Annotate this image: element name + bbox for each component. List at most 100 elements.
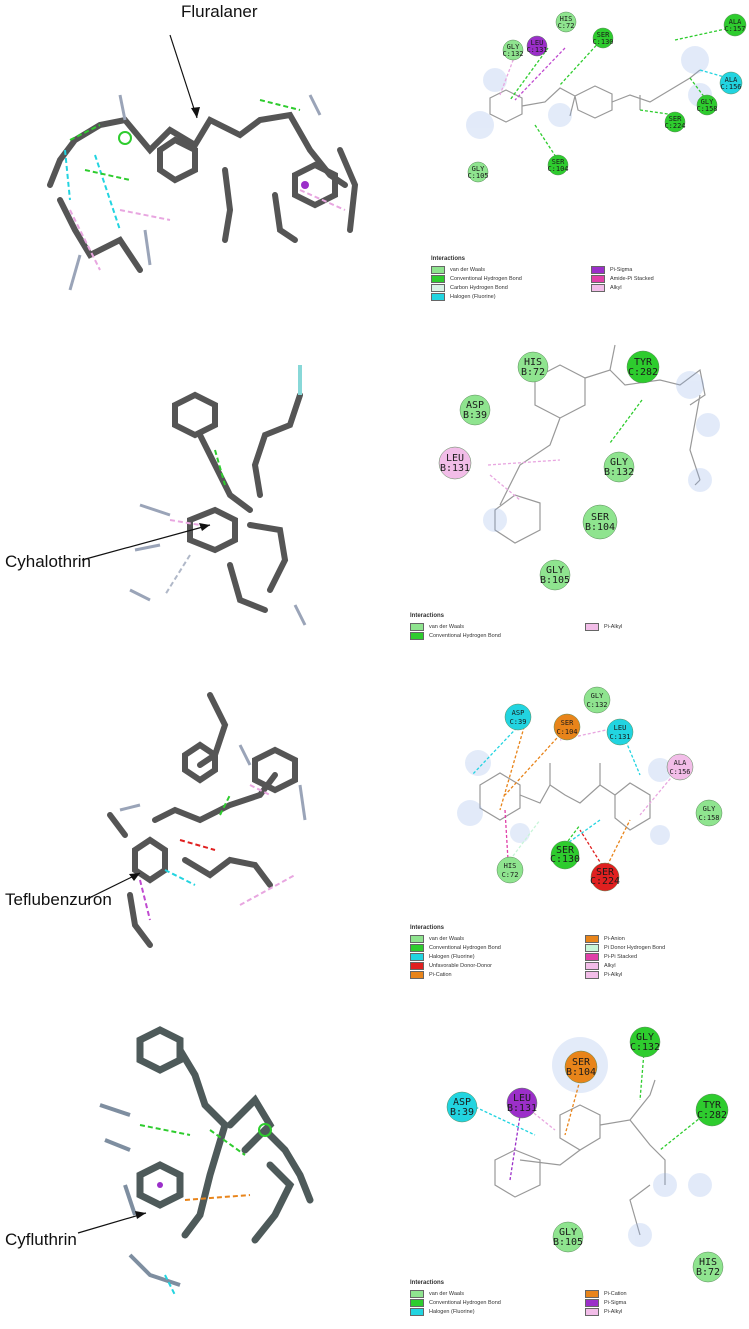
residue-bubble	[459, 394, 491, 426]
residue-name: GLY	[703, 805, 716, 813]
legend-item: Pi-Sigma	[591, 265, 731, 274]
residue-bubble	[446, 1091, 478, 1123]
legend-swatch	[585, 970, 599, 979]
residue-bubble	[592, 27, 614, 49]
residue-chain: B:104	[585, 522, 615, 533]
residue-name: LEU	[531, 39, 544, 47]
legend-swatch	[410, 934, 424, 943]
legend-swatch	[410, 961, 424, 970]
residue-name: SER	[591, 512, 610, 523]
legend-label: Pi-Sigma	[604, 1299, 627, 1306]
legend-label: van der Waals	[450, 266, 485, 273]
residue-chain: C:157	[724, 25, 745, 33]
legend-item: Alkyl	[585, 961, 725, 970]
residue-chain: C:104	[556, 728, 577, 736]
legend-swatch	[585, 952, 599, 961]
residue-name: HIS	[699, 1257, 717, 1268]
residue-bubble	[582, 504, 618, 540]
legend-swatch	[431, 283, 445, 292]
residue-chain: B:72	[696, 1267, 720, 1278]
residue-bubble	[539, 559, 571, 591]
residue-name: SER	[596, 867, 615, 878]
residue-chain: C:224	[590, 876, 620, 887]
residue-bubble	[664, 111, 686, 133]
residue-name: HIS	[560, 15, 573, 23]
residue-name: ASP	[512, 709, 525, 717]
legend-label: Pi-Sigma	[610, 266, 633, 273]
legend-item: Pi-Alkyl	[585, 970, 725, 979]
legend-label: Conventional Hydrogen Bond	[450, 275, 522, 282]
legend-swatch	[585, 1298, 599, 1307]
legend-item: van der Waals	[410, 622, 585, 631]
residue-bubble	[552, 1221, 584, 1253]
legend-label: van der Waals	[429, 935, 464, 942]
residue-name: LEU	[446, 453, 464, 464]
residue-bubble	[723, 13, 747, 37]
residue-bubble	[506, 1087, 538, 1119]
legend-label: Halogen (Fluorine)	[429, 1308, 475, 1315]
legend-label: Pi-Anion	[604, 935, 625, 942]
residue-chain: B:131	[440, 463, 470, 474]
legend-item: Carbon Hydrogen Bond	[431, 283, 591, 292]
residue-name: ALA	[725, 76, 738, 84]
legend-item: Pi-Alkyl	[585, 1307, 725, 1316]
residue-name: GLY	[701, 98, 714, 106]
residue-name: TYR	[703, 1100, 722, 1111]
legend-swatch	[410, 622, 424, 631]
compound-label: Cyhalothrin	[5, 552, 91, 571]
legend-swatch	[591, 283, 605, 292]
legend-label: Alkyl	[604, 962, 616, 969]
fluralaner-3d-pose	[47, 27, 736, 291]
residue-chain: B:39	[450, 1107, 474, 1118]
residue-bubble	[438, 446, 472, 480]
legend-label: van der Waals	[429, 623, 464, 630]
legend-title: Interactions	[410, 1280, 445, 1286]
legend-label: Alkyl	[610, 284, 622, 291]
residue-name: GLY	[546, 565, 564, 576]
legend-label: Amide-Pi Stacked	[610, 275, 654, 282]
cyhalothrin-3d-pose	[81, 344, 720, 626]
legend-title: Interactions	[410, 613, 445, 619]
residue-chain: C:131	[609, 733, 630, 741]
legend-swatch	[585, 1289, 599, 1298]
residue-bubble	[496, 856, 524, 884]
residue-chain: B:104	[566, 1067, 596, 1078]
residue-chain: C:132	[502, 50, 523, 58]
residue-bubble	[695, 799, 723, 827]
residue-bubble	[564, 1050, 598, 1084]
legend-item: Pi-Sigma	[585, 1298, 725, 1307]
legend-label: Halogen (Fluorine)	[429, 953, 475, 960]
legend-swatch	[410, 1289, 424, 1298]
residue-chain: C:105	[467, 172, 488, 180]
residue-name: GLY	[472, 165, 485, 173]
legend-item: Halogen (Fluorine)	[410, 952, 585, 961]
legend-swatch	[585, 1307, 599, 1316]
residue-chain: B:39	[463, 410, 487, 421]
legend-item: Pi Donor Hydrogen Bond	[585, 943, 725, 952]
legend-item: Halogen (Fluorine)	[410, 1307, 585, 1316]
residue-chain: C:156	[720, 83, 741, 91]
residue-bubble	[666, 753, 694, 781]
legend-label: Unfavorable Donor-Donor	[429, 962, 492, 969]
residue-name: GLY	[507, 43, 520, 51]
residue-chain: C:132	[586, 701, 607, 709]
